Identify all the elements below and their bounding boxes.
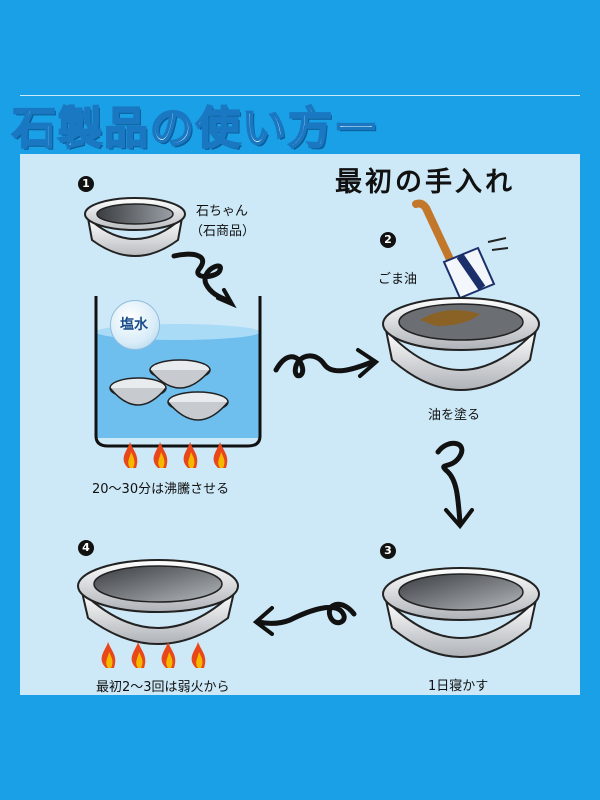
step-2-bowl-icon (382, 297, 540, 391)
step-2-number: 2 (380, 232, 396, 248)
step-1-name: 石ちゃん (196, 204, 249, 219)
step-2-caption: 油を塗る (428, 408, 481, 423)
brush-icon (412, 199, 509, 300)
step-1-bowl-icon (84, 197, 186, 257)
salt-water-badge (110, 300, 160, 350)
page-subtitle: 最初の手入れ (335, 167, 515, 198)
step-3-caption: 1日寝かす (428, 679, 489, 694)
salt-water-label: 塩水 (120, 317, 148, 333)
step-3-bowl-icon (382, 567, 540, 658)
arrow-right-icon (273, 348, 380, 379)
step-1-caption: 20～30分は沸騰させる (92, 482, 230, 497)
arrow-down-icon (435, 440, 474, 530)
page-title: 石製品の使い方ー (11, 102, 380, 155)
arrow-down-icon (171, 251, 237, 309)
step-1-name-sub: （石商品） (190, 224, 256, 239)
flame-icon (101, 642, 206, 668)
step-4-number: 4 (78, 540, 94, 556)
step-2-oil-label: ごま油 (378, 272, 418, 287)
step-4-bowl-icon (77, 559, 239, 645)
step-4-caption: 最初2～3回は弱火から (96, 680, 230, 695)
step-1-number: 1 (78, 176, 94, 192)
step-3-number: 3 (380, 543, 396, 559)
flame-icon (123, 442, 228, 468)
title-band (0, 96, 600, 154)
arrow-left-icon (252, 601, 357, 636)
